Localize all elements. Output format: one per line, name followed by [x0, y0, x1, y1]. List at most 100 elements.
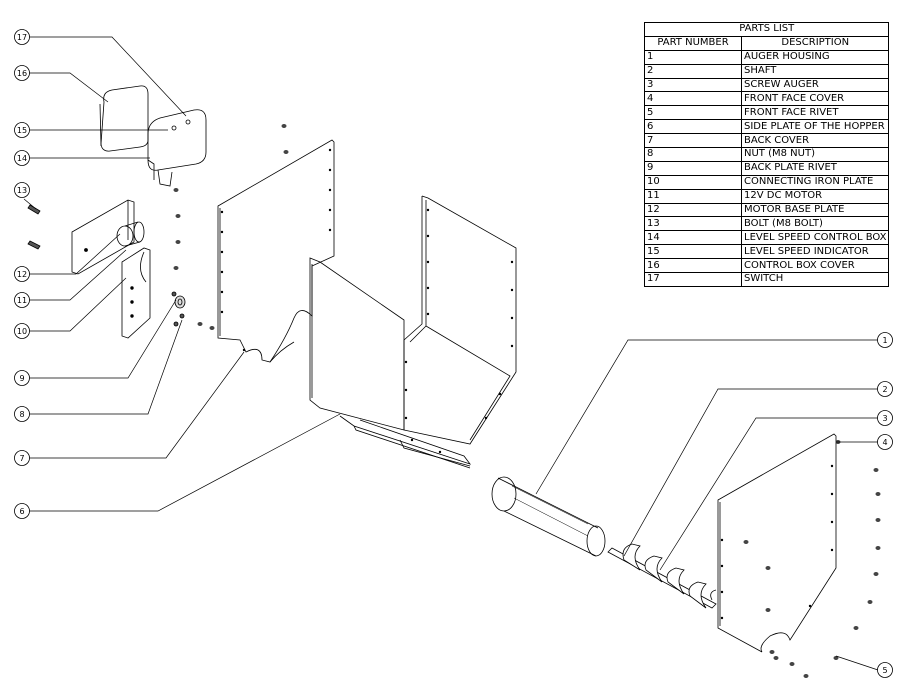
level-speed-control-box: [147, 109, 207, 187]
part-number-cell: 4: [644, 91, 742, 107]
description-cell: SHAFT: [740, 63, 890, 79]
callout-circle: [14, 406, 30, 422]
callout-number: 16: [17, 69, 27, 78]
callout-number: 17: [17, 33, 27, 42]
description-header: DESCRIPTION: [740, 35, 890, 51]
callout-circle: [14, 182, 30, 198]
description-cell: SCREW AUGER: [740, 77, 890, 93]
connecting-iron-plate: [121, 247, 151, 339]
back-plate-rivet: [173, 124, 289, 330]
callout-number: 15: [17, 126, 27, 135]
part-number-cell: 17: [644, 272, 742, 287]
dc-motor: [116, 221, 145, 247]
hopper-holes: [404, 208, 514, 454]
parts-list-title: PARTS LIST: [643, 22, 890, 37]
part-number-cell: 14: [644, 230, 742, 246]
callout-number: 9: [19, 374, 24, 383]
callout-number: 3: [882, 414, 887, 423]
part-number-cell: 2: [644, 63, 742, 79]
front-face-cover: [717, 433, 837, 653]
front-face-rivet: [743, 440, 881, 678]
front-face-holes: [720, 464, 834, 620]
callout-number: 12: [17, 270, 27, 279]
part-number-cell: 8: [644, 147, 742, 162]
callout-circle: [877, 381, 893, 397]
control-box-cover: [99, 85, 149, 152]
callout-circle: [14, 266, 30, 282]
description-cell: SWITCH: [740, 272, 890, 287]
part-number-cell: 7: [644, 133, 742, 149]
auger-housing: [491, 476, 606, 557]
description-cell: BACK COVER: [740, 133, 890, 149]
description-cell: NUT (M8 NUT): [740, 147, 890, 162]
motor-base-plate: [71, 199, 135, 275]
callout-circle: [14, 370, 30, 386]
callout-number: 11: [17, 296, 27, 305]
part-number-cell: 12: [644, 202, 742, 218]
description-cell: FRONT FACE COVER: [740, 91, 890, 107]
part-number-cell: 11: [644, 188, 742, 204]
callout-number: 7: [19, 454, 24, 463]
leader-lines: [23, 36, 879, 671]
callout-number: 2: [882, 385, 887, 394]
callout-number: 4: [882, 438, 887, 447]
description-cell: LEVEL SPEED CONTROL BOX: [740, 230, 890, 246]
callout-circle: [877, 332, 893, 348]
callout-circle: [877, 662, 893, 678]
part-number-cell: 6: [644, 119, 742, 135]
callout-circle: [14, 150, 30, 166]
hopper-side-plate: [309, 195, 517, 469]
part-number-cell: 1: [644, 49, 742, 65]
part-number-cell: 5: [644, 105, 742, 121]
callout-circle: [877, 434, 893, 450]
part-number-header: PART NUMBER: [644, 35, 742, 51]
description-cell: 12V DC MOTOR: [740, 188, 890, 204]
callout-number: 8: [19, 410, 24, 419]
back-cover: [217, 139, 335, 363]
part-number-cell: 15: [644, 244, 742, 260]
callout-circle: [14, 122, 30, 138]
description-cell: BACK PLATE RIVET: [740, 160, 890, 176]
callout-circle: [14, 323, 30, 339]
description-cell: LEVEL SPEED INDICATOR: [740, 244, 890, 260]
callout-circle: [14, 503, 30, 519]
callout-number: 1: [882, 336, 887, 345]
callout-number: 10: [17, 327, 27, 336]
description-cell: AUGER HOUSING: [740, 49, 890, 65]
description-cell: CONTROL BOX COVER: [740, 258, 890, 274]
part-number-cell: 9: [644, 160, 742, 176]
callout-number: 6: [19, 507, 24, 516]
description-cell: SIDE PLATE OF THE HOPPER: [740, 119, 890, 135]
part-number-cell: 10: [644, 174, 742, 190]
part-number-cell: 13: [644, 216, 742, 232]
back-cover-holes: [220, 148, 332, 352]
callout-circle: [14, 65, 30, 81]
callout-number: 5: [882, 666, 887, 675]
callout-circle: [877, 410, 893, 426]
callout-number: 13: [17, 186, 27, 195]
callout-circle: [14, 29, 30, 45]
callout-circle: [14, 450, 30, 466]
part-number-cell: 16: [644, 258, 742, 274]
callout-number: 14: [17, 154, 27, 163]
